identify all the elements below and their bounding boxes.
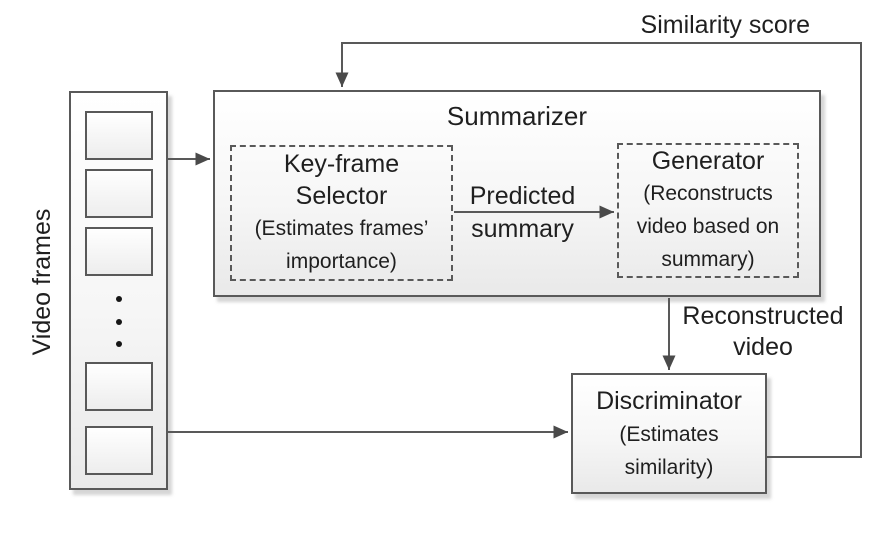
keyframe-selector-box: Key-frame Selector (Estimates frames’ im… [230, 145, 453, 281]
predicted-summary-line2: summary [471, 215, 574, 243]
reconstructed-video-label: Reconstructed video [672, 301, 854, 363]
discriminator-desc-line1: (Estimates [619, 422, 719, 446]
predicted-summary-line1: Predicted [469, 182, 576, 210]
video-frames-stack [69, 91, 168, 490]
similarity-score-label: Similarity score [640, 11, 810, 39]
generator-name: Generator [651, 147, 765, 175]
generator-desc-line2: video based on [636, 215, 780, 238]
keyframe-selector-desc-line2: importance) [286, 250, 397, 273]
discriminator-name: Discriminator [596, 386, 742, 415]
frame-thumbnail [85, 362, 153, 411]
discriminator-box: Discriminator (Estimates similarity) [571, 373, 767, 494]
frame-thumbnail [85, 227, 153, 276]
keyframe-selector-name-line2: Selector [295, 182, 388, 210]
generator-desc-line3: summary) [661, 248, 755, 271]
frame-thumbnail [85, 111, 153, 160]
reconstructed-video-line1: Reconstructed [682, 302, 844, 330]
summarizer-title: Summarizer [446, 101, 588, 131]
frame-thumbnail [85, 169, 153, 218]
reconstructed-video-line2: video [733, 333, 793, 361]
video-frames-label: Video frames [28, 208, 56, 356]
predicted-summary-label: Predicted summary [440, 180, 605, 246]
keyframe-selector-name-line1: Key-frame [283, 150, 400, 178]
discriminator-desc-line2: similarity) [624, 455, 714, 479]
frame-thumbnail [85, 426, 153, 475]
generator-box: Generator (Reconstructs video based on s… [617, 143, 799, 278]
keyframe-selector-desc-line1: (Estimates frames’ [254, 217, 429, 240]
generator-desc-line1: (Reconstructs [643, 182, 773, 205]
